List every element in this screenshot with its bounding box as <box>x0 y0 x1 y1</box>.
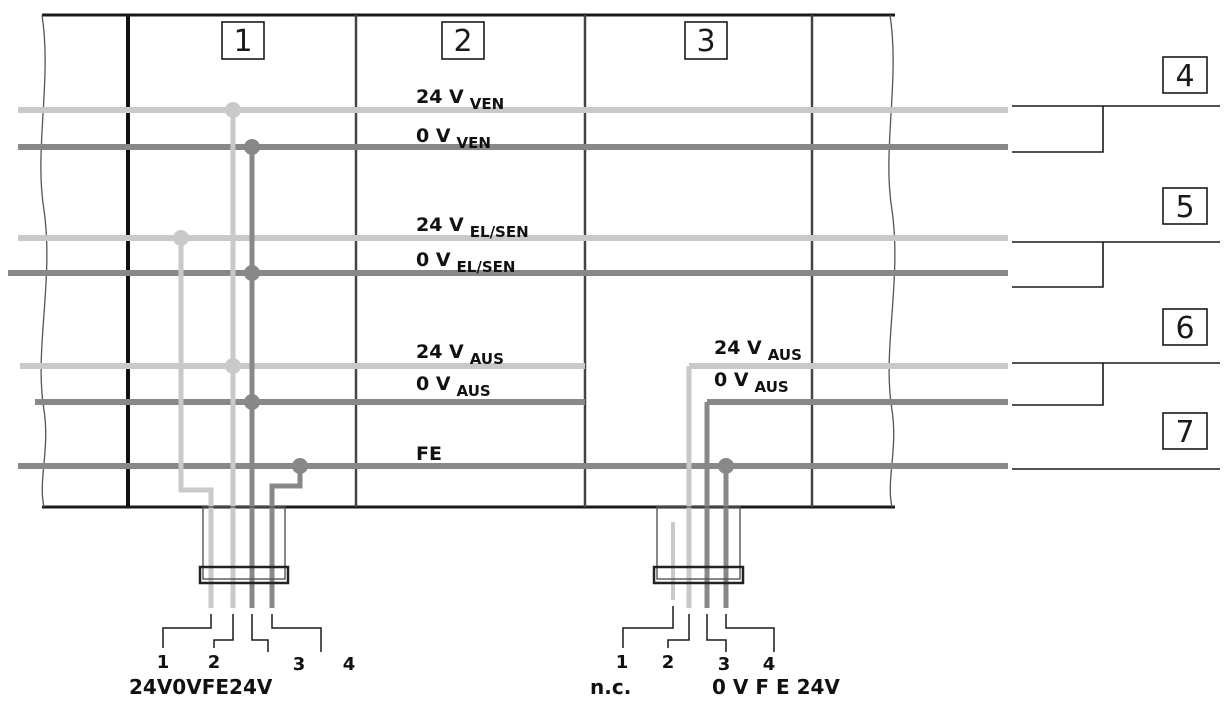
svg-text:5: 5 <box>1175 190 1194 225</box>
module-1-taps <box>173 102 308 608</box>
junction-24v-ven <box>225 102 241 118</box>
junction-fe-module-3 <box>718 458 734 474</box>
side-callout-4: 4 <box>1162 56 1208 94</box>
connector-3-pin-1: 1 <box>616 652 629 673</box>
connector-1-pin-1: 1 <box>157 652 170 673</box>
junction-24v-aus <box>225 358 241 374</box>
side-callout-5: 5 <box>1162 187 1208 225</box>
connector-3-body <box>652 506 745 585</box>
module-callout-1: 1 <box>221 21 265 60</box>
junction-fe <box>292 458 308 474</box>
svg-text:1: 1 <box>233 24 252 59</box>
rail-group-brackets <box>1012 105 1220 470</box>
side-callout-7: 7 <box>1162 412 1208 450</box>
connector-1-functions: 24V0VFE24V <box>129 675 273 699</box>
module-frame <box>40 13 896 509</box>
junction-24v-elsen <box>173 230 189 246</box>
connector-3-pin-4: 4 <box>763 654 776 675</box>
svg-text:7: 7 <box>1175 415 1194 450</box>
frame-right-break-line <box>888 14 896 508</box>
module-callout-3: 3 <box>684 21 728 60</box>
connector-3-functions: 0 V F E 24V <box>712 675 840 699</box>
tap-fe <box>269 466 303 608</box>
connector-1-pin-3: 3 <box>293 654 306 675</box>
supply-rails <box>8 107 1008 469</box>
connector-3-pin-3: 3 <box>718 654 731 675</box>
side-callout-6: 6 <box>1162 308 1208 346</box>
connector-1-pin-4: 4 <box>343 654 356 675</box>
junction-0v-aus <box>244 394 260 410</box>
svg-text:2: 2 <box>453 24 472 59</box>
svg-text:3: 3 <box>696 24 715 59</box>
connector-1-leaders <box>162 614 322 652</box>
module-callout-2: 2 <box>441 21 485 60</box>
connector-3-nc: n.c. <box>590 675 631 699</box>
connector-3-leaders <box>622 606 775 652</box>
connector-3-pin-2: 2 <box>662 652 675 673</box>
tap-24v-elsen <box>178 238 214 608</box>
junction-0v-ven <box>244 139 260 155</box>
connector-1-pin-2: 2 <box>208 652 221 673</box>
svg-text:6: 6 <box>1175 311 1194 346</box>
svg-text:4: 4 <box>1175 59 1194 94</box>
frame-left-break-line <box>40 14 48 508</box>
connector-1-body <box>198 506 290 585</box>
connector-1-labels: 1 2 3 4 24V0VFE24V <box>129 652 355 699</box>
connector-3-labels: 1 2 3 4 n.c. 0 V F E 24V <box>590 652 840 699</box>
junction-0v-elsen <box>244 265 260 281</box>
label-fe: FE <box>416 443 442 465</box>
